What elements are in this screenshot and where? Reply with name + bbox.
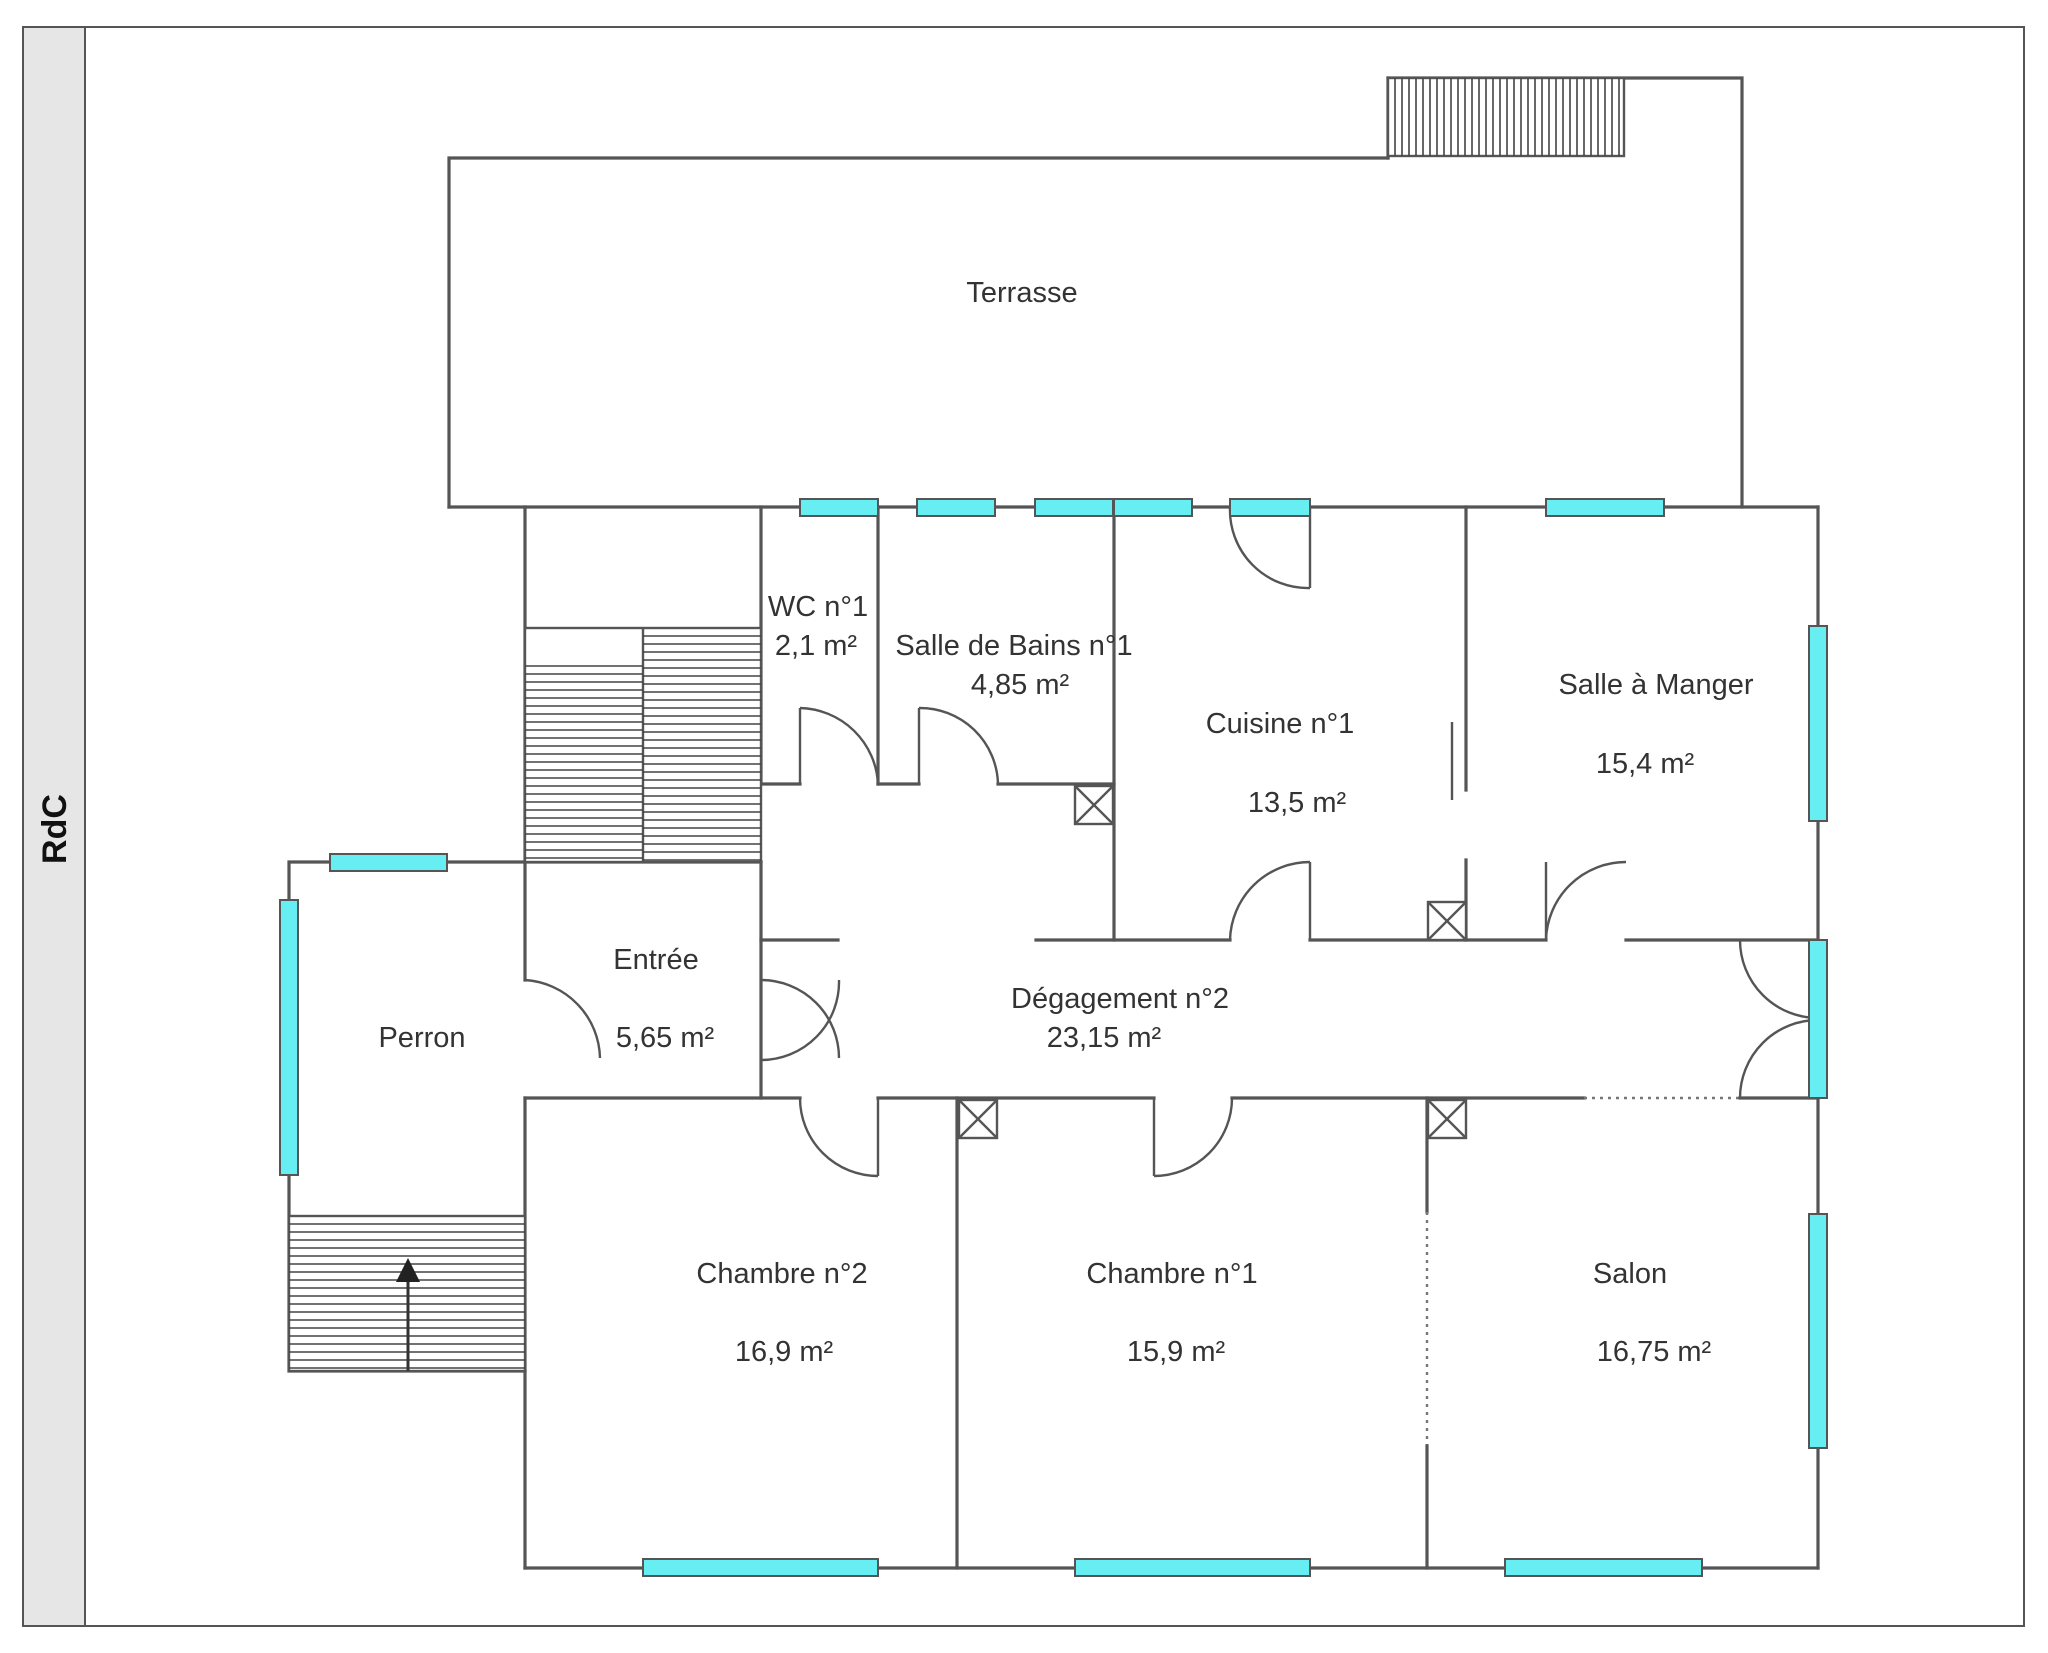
- room-name-cuisine1: Cuisine n°1: [1206, 708, 1355, 740]
- windows: [279, 498, 1828, 1577]
- room-name-wc1: WC n°1: [768, 591, 868, 623]
- level-label: RdC: [36, 794, 74, 864]
- room-area-cuisine1: 13,5 m²: [1248, 787, 1347, 819]
- stair-arrow-head: [396, 1258, 420, 1282]
- level-sidebar: [22, 26, 86, 1627]
- interior-stairs: [523, 626, 763, 864]
- room-name-salle-manger: Salle à Manger: [1558, 669, 1753, 701]
- room-area-degagement2: 23,15 m²: [1047, 1022, 1162, 1054]
- room-area-wc1: 2,1 m²: [775, 630, 858, 662]
- room-name-chambre2: Chambre n°2: [696, 1258, 867, 1290]
- room-area-sdb1: 4,85 m²: [971, 669, 1070, 701]
- room-name-chambre1: Chambre n°1: [1086, 1258, 1257, 1290]
- plan-frame: [22, 26, 2025, 1627]
- room-name-sdb1: Salle de Bains n°1: [895, 630, 1132, 662]
- room-area-salle-manger: 15,4 m²: [1596, 748, 1695, 780]
- room-name-degagement2: Dégagement n°2: [1011, 983, 1229, 1015]
- room-area-salon: 16,75 m²: [1597, 1336, 1712, 1368]
- perron-stairs: [287, 1214, 527, 1373]
- room-name-terrasse: Terrasse: [966, 277, 1077, 309]
- room-name-entree: Entrée: [613, 944, 698, 976]
- terrace-stairs: [1386, 76, 1626, 158]
- room-area-chambre1: 15,9 m²: [1127, 1336, 1226, 1368]
- doors: [524, 506, 1819, 1178]
- ventilation: [957, 784, 1468, 1140]
- room-name-perron: Perron: [378, 1022, 465, 1054]
- room-name-salon: Salon: [1593, 1258, 1667, 1290]
- room-labels: Terrasse WC n°1 2,1 m² Salle de Bains n°…: [378, 277, 1753, 1368]
- room-area-chambre2: 16,9 m²: [735, 1336, 834, 1368]
- room-area-entree: 5,65 m²: [616, 1022, 715, 1054]
